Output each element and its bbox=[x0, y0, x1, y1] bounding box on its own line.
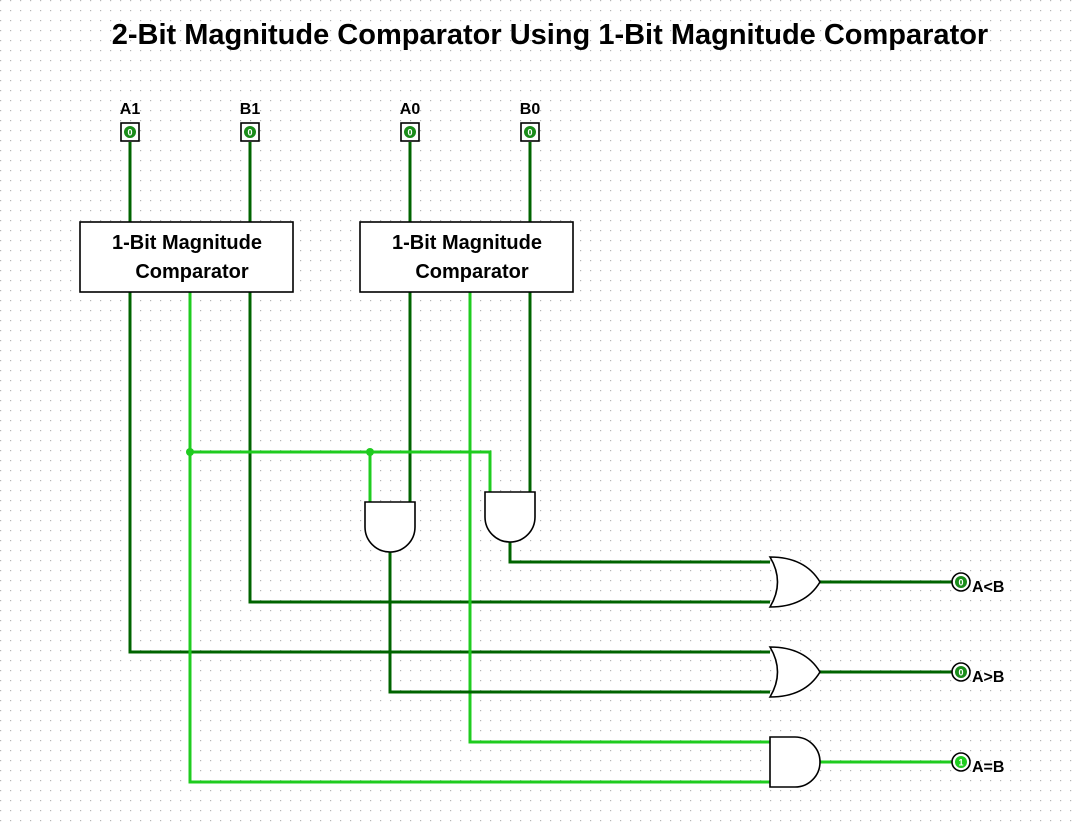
comparator-1-label-line2: Comparator bbox=[135, 261, 249, 283]
or-gate-greater-than[interactable] bbox=[768, 646, 821, 698]
input-value-a1: 0 bbox=[127, 128, 132, 138]
input-pin-a0[interactable]: A0 0 bbox=[400, 101, 421, 142]
and-gate-1[interactable] bbox=[364, 501, 416, 553]
output-pin-equal[interactable]: 1 A=B bbox=[951, 752, 1004, 776]
output-label-greater-than: A>B bbox=[972, 669, 1004, 686]
wire-and2-out bbox=[508, 542, 770, 564]
input-label-b0: B0 bbox=[520, 101, 541, 118]
output-label-less-than: A<B bbox=[972, 579, 1004, 596]
output-value-equal: 1 bbox=[958, 758, 963, 768]
junction-dot bbox=[366, 448, 374, 456]
input-label-a1: A1 bbox=[120, 101, 141, 118]
comparator-2-label-line2: Comparator bbox=[415, 261, 529, 283]
input-label-a0: A0 bbox=[400, 101, 421, 118]
output-label-equal: A=B bbox=[972, 759, 1004, 776]
input-value-b0: 0 bbox=[527, 128, 532, 138]
comparator-block-2[interactable]: 1-Bit Magnitude Comparator bbox=[359, 221, 574, 293]
and-gate-2[interactable] bbox=[484, 491, 536, 543]
page-title: 2-Bit Magnitude Comparator Using 1-Bit M… bbox=[112, 19, 988, 51]
wire-and1-out bbox=[388, 552, 770, 694]
output-value-less-than: 0 bbox=[958, 578, 963, 588]
comparator-2-label-line1: 1-Bit Magnitude bbox=[392, 232, 542, 254]
wire-cmp1-greater bbox=[128, 292, 770, 654]
and-gate-equal[interactable] bbox=[769, 736, 821, 788]
comparator-1-label-line1: 1-Bit Magnitude bbox=[112, 232, 262, 254]
output-pin-less-than[interactable]: 0 A<B bbox=[951, 572, 1004, 596]
input-value-a0: 0 bbox=[407, 128, 412, 138]
wire-cmp2-equal bbox=[468, 292, 770, 744]
wires bbox=[128, 142, 952, 784]
junction-dot bbox=[186, 448, 194, 456]
wire-cmp1-less bbox=[248, 292, 770, 604]
or-gate-less-than[interactable] bbox=[768, 556, 821, 608]
input-value-b1: 0 bbox=[247, 128, 252, 138]
output-pin-greater-than[interactable]: 0 A>B bbox=[951, 662, 1004, 686]
input-pin-a1[interactable]: A1 0 bbox=[120, 101, 141, 142]
wire-equal-branch bbox=[190, 450, 492, 492]
input-label-b1: B1 bbox=[240, 101, 261, 118]
input-pin-b1[interactable]: B1 0 bbox=[240, 101, 261, 142]
comparator-block-1[interactable]: 1-Bit Magnitude Comparator bbox=[79, 221, 294, 293]
output-value-greater-than: 0 bbox=[958, 668, 963, 678]
input-pin-b0[interactable]: B0 0 bbox=[520, 101, 541, 142]
